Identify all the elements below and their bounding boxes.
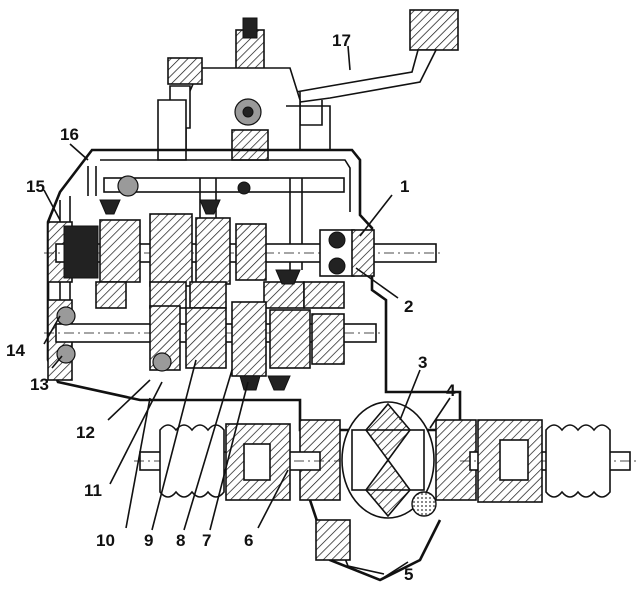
synchronizer-gears (95, 199, 345, 309)
callout-9: 9 (144, 531, 153, 550)
input-shaft (44, 213, 440, 287)
callout-10: 10 (96, 531, 115, 550)
callout-15: 15 (26, 177, 45, 196)
gearshift-lever (294, 9, 459, 126)
callout-7: 7 (202, 531, 211, 550)
callout-5: 5 (404, 565, 413, 584)
callout-6: 6 (244, 531, 253, 550)
callout-1: 1 (400, 177, 409, 196)
callout-8: 8 (176, 531, 185, 550)
callout-labels: 1 2 3 4 5 6 7 8 9 10 11 12 13 14 15 16 1… (6, 31, 456, 584)
callout-4: 4 (446, 381, 456, 400)
callout-14: 14 (6, 341, 25, 360)
differential (299, 401, 477, 582)
callout-17: 17 (332, 31, 351, 50)
callout-12: 12 (76, 423, 95, 442)
leader-lines (43, 45, 451, 581)
callout-3: 3 (418, 353, 427, 372)
callout-2: 2 (404, 297, 413, 316)
output-shaft (44, 301, 380, 391)
callout-11: 11 (84, 481, 102, 500)
right-drive-shaft (460, 419, 636, 503)
callout-13: 13 (30, 375, 49, 394)
shift-rail (103, 175, 345, 270)
callout-16: 16 (60, 125, 79, 144)
selector-mechanism (157, 17, 331, 161)
